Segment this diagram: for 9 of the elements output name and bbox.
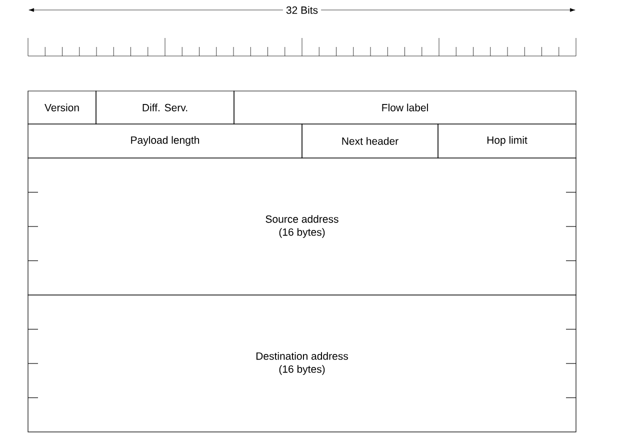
header-field: Version bbox=[28, 90, 96, 124]
header-field: Next header bbox=[302, 124, 438, 158]
address-field: Source address (16 bytes) bbox=[28, 158, 576, 296]
header-field: Diff. Serv. bbox=[96, 90, 234, 124]
header-field: Hop limit bbox=[438, 124, 576, 158]
header-field: Flow label bbox=[234, 90, 576, 124]
dimension-label: 32 Bits bbox=[282, 3, 322, 17]
address-field: Destination address (16 bytes) bbox=[28, 294, 576, 432]
header-field: Payload length bbox=[28, 124, 302, 158]
